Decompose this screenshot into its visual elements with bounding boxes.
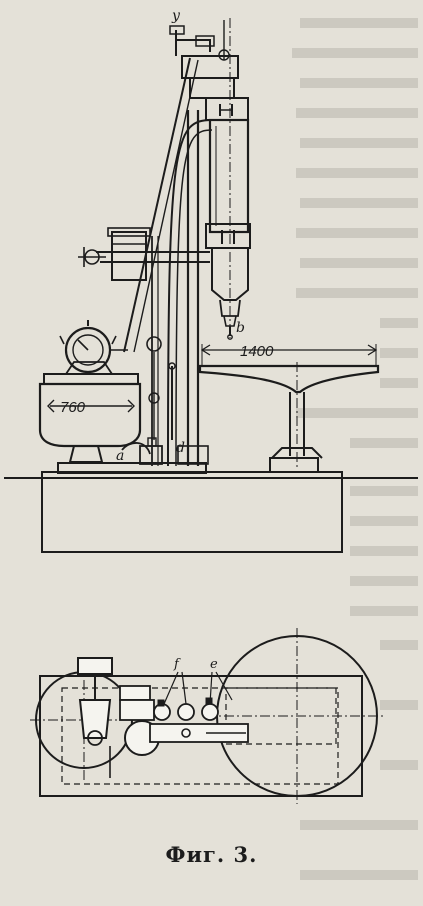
plan-base-rect bbox=[39, 675, 363, 797]
dimension-table-width: 1400 bbox=[240, 343, 274, 360]
label-e: e bbox=[210, 657, 218, 672]
dimension-tank-diameter: 760 bbox=[60, 399, 86, 416]
base-fittings bbox=[121, 437, 209, 465]
label-a: a bbox=[116, 448, 124, 464]
pressure-gauge bbox=[59, 320, 176, 440]
bleed-through-lines bbox=[292, 18, 418, 880]
spindle-cylinder bbox=[205, 18, 251, 340]
label-y: y bbox=[171, 8, 181, 24]
elevation-view: y b a d 1400 760 bbox=[4, 8, 418, 553]
work-table bbox=[198, 344, 380, 470]
top-pipe bbox=[169, 20, 239, 99]
label-f: f bbox=[173, 657, 181, 672]
tank bbox=[38, 361, 142, 463]
main-column bbox=[123, 57, 213, 467]
plan-view: f e bbox=[30, 628, 386, 804]
label-d: d bbox=[176, 440, 185, 456]
figure-caption: Фиг. 3. bbox=[165, 842, 258, 867]
foundation-block bbox=[41, 471, 343, 553]
label-b: b bbox=[236, 320, 245, 336]
